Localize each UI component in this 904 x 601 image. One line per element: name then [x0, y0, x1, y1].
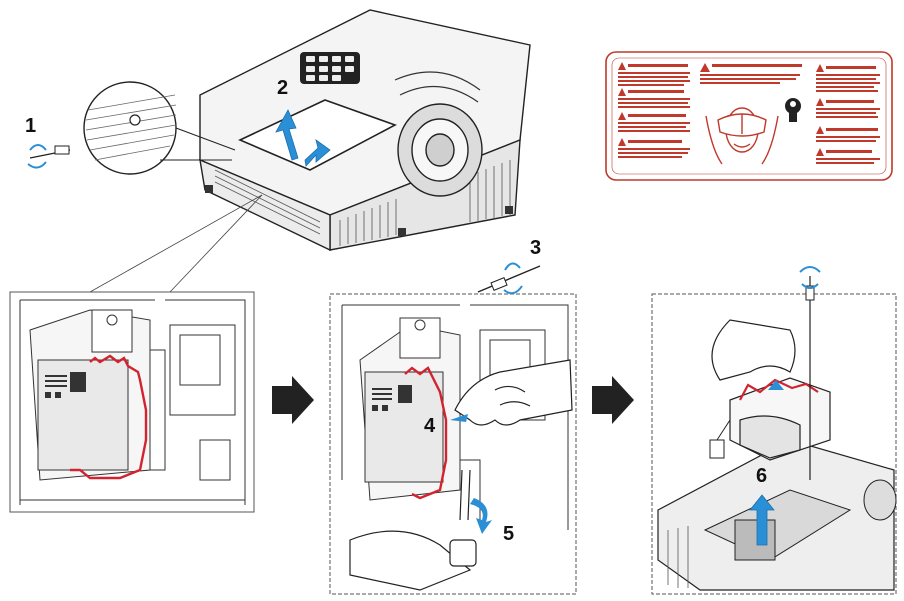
panel-unscrew-lamp — [329, 293, 577, 595]
step-number-2: 2 — [277, 77, 289, 99]
step-number-5: 5 — [503, 523, 515, 545]
hand-connector — [349, 469, 477, 591]
step-number-4: 4 — [424, 415, 436, 437]
next-arrow-icon — [272, 376, 314, 424]
step-number-1: 1 — [25, 115, 37, 137]
hand-pull — [454, 359, 573, 426]
step-number-3: 3 — [530, 237, 542, 259]
wrench-icon — [785, 98, 801, 122]
next-arrow-icon — [592, 376, 634, 424]
screw-zoom-circle — [83, 81, 236, 175]
panel-lift-lamp-out — [651, 266, 897, 595]
zoom-lines — [89, 194, 263, 293]
projector-top-view — [199, 9, 531, 252]
hand-lift — [711, 319, 796, 381]
screwdriver-icon — [27, 144, 71, 169]
warning-label — [605, 51, 893, 181]
step-number-6: 6 — [756, 465, 768, 487]
panel-lamp-in-housing — [9, 291, 255, 513]
safety-goggles-icon — [705, 107, 779, 165]
cover-lift-arrow — [275, 109, 331, 167]
screwdriver-icon — [477, 262, 541, 295]
lamp-module — [729, 377, 831, 461]
